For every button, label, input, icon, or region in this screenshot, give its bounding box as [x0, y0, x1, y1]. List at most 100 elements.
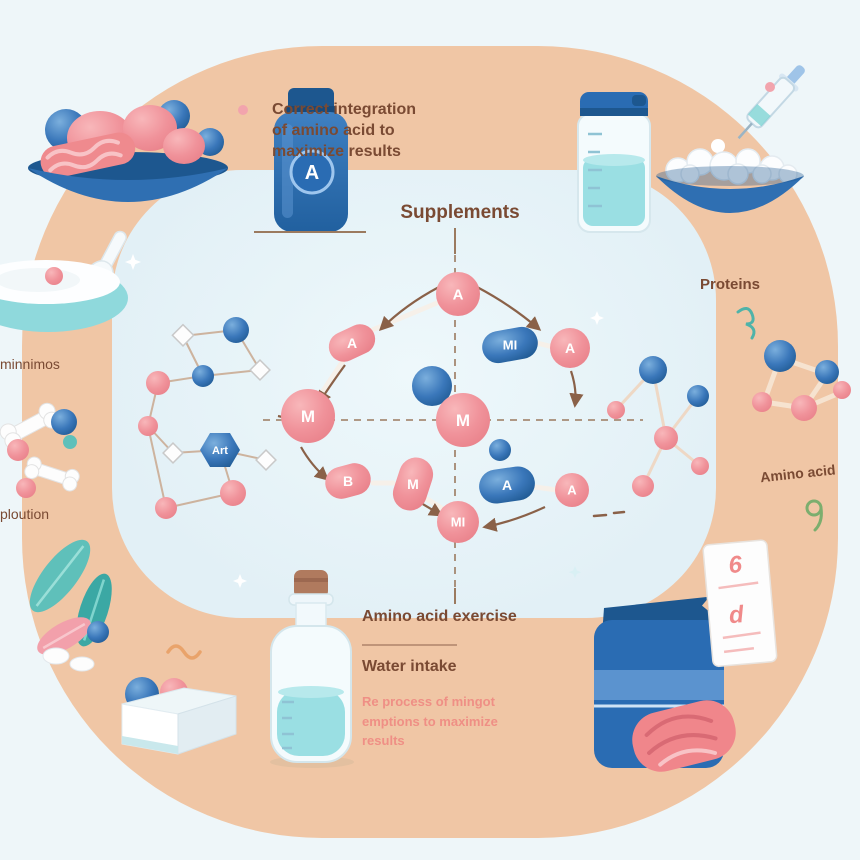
meat-bowl-illustration: [28, 100, 228, 202]
shaker-liquid: [583, 158, 645, 226]
note-notch: [701, 599, 709, 612]
bottle-highlight: [282, 124, 293, 218]
proteins-label: Proteins: [700, 276, 761, 293]
amino-network-diagram: A MI B M A A A M M MI A: [263, 255, 643, 588]
pink-sphere: [632, 475, 654, 497]
capsule-m: M: [392, 457, 434, 511]
note-mark-2: d: [728, 601, 746, 629]
supplements-connector: [454, 228, 456, 254]
pink-sphere: [654, 426, 678, 450]
cork-line: [294, 578, 328, 582]
protein-bowl-front: [656, 176, 804, 213]
note-mark-1: 6: [727, 551, 743, 579]
water-bottle-illustration: [270, 570, 354, 768]
capsule-a-left: A: [328, 324, 376, 362]
lid-rim: [580, 108, 648, 116]
bag-stripe: [594, 670, 724, 700]
yogurt-bowl-illustration: [0, 230, 128, 332]
note-paper: 6 d: [701, 539, 778, 668]
meat-slices: [632, 700, 736, 772]
top-caption-line: Correct integration: [272, 101, 417, 118]
bottom-caption-line: Re process of mingot: [362, 694, 495, 709]
shaker-cup: [577, 92, 651, 233]
capsule-label: B: [343, 473, 353, 489]
bottle-liquid: [277, 690, 345, 756]
pill: [69, 656, 95, 672]
box-illustration: [121, 677, 237, 755]
capsule-mi: MI: [482, 326, 538, 364]
capsule-label: MI: [503, 338, 517, 353]
drip: [711, 139, 725, 153]
note-line: [718, 581, 759, 590]
blue-sphere: [687, 385, 709, 407]
node-label: M: [301, 407, 315, 426]
top-caption: Correct integration of amino acid to max…: [272, 100, 492, 162]
capsule-label: A: [347, 335, 357, 351]
pink-leaf-icon: [37, 617, 91, 655]
section-divider: [362, 644, 457, 646]
note-line: [722, 631, 761, 640]
cork: [294, 570, 328, 598]
pink-sphere: [138, 416, 158, 436]
supplement-bottle: A: [274, 88, 348, 232]
node-label: MI: [451, 515, 465, 530]
left-lower-label: ploution: [0, 506, 50, 522]
teal-sphere: [63, 435, 77, 449]
package-illustration: [594, 596, 736, 772]
node-label: A: [453, 286, 464, 303]
node-label: A: [565, 340, 575, 356]
top-caption-line: of amino acid to: [272, 121, 395, 139]
blue-sphere: [223, 317, 249, 343]
right-molecule-cluster: [592, 356, 709, 518]
pink-sphere: [146, 371, 170, 395]
left-upper-label: minnimos: [0, 356, 60, 372]
bottom-caption: Re process of mingot emptions to maximiz…: [362, 692, 572, 751]
top-caption-line: maximize results: [272, 142, 401, 160]
pink-sphere: [691, 457, 709, 475]
node-top-a: [436, 272, 480, 316]
liquid-surface: [278, 686, 344, 698]
node-a-small: [555, 473, 589, 507]
meat-contents: [40, 100, 224, 178]
measure-ticks: [588, 132, 602, 208]
blue-sphere: [51, 409, 77, 435]
node-blue-small: [489, 439, 511, 461]
pink-sphere: [7, 439, 29, 461]
leaves-illustration: [29, 539, 112, 672]
bottom-caption-line: results: [362, 733, 405, 748]
pink-sphere: [833, 381, 851, 399]
supplements-label: Supplements: [400, 202, 520, 223]
diamond-nodes: [162, 323, 277, 471]
pink-sphere: [220, 480, 246, 506]
node-blue: [412, 366, 452, 406]
node-right-a: [550, 328, 590, 368]
cottage-cheese: [665, 148, 798, 185]
bowl-front: [28, 168, 228, 202]
bottle-badge: [289, 149, 335, 195]
bacon-slice: [40, 132, 136, 178]
shelf-line: [254, 231, 366, 233]
bottom-caption-line: emptions to maximize: [362, 713, 498, 729]
exercise-label: Amino acid exercise: [362, 608, 517, 625]
node-label: A: [567, 483, 577, 498]
capsule-label: M: [407, 476, 419, 492]
box-side: [177, 695, 237, 755]
node-m-left: [281, 389, 335, 443]
small-dashes: [592, 510, 626, 518]
blue-sphere: [639, 356, 667, 384]
blue-sphere: [87, 621, 109, 643]
node-mi-bottom: [437, 501, 479, 543]
capsule-a-blue: A: [479, 466, 535, 504]
pink-sphere: [607, 401, 625, 419]
pill: [42, 647, 70, 665]
exercise-connector: [454, 588, 456, 604]
leaf-icon: [29, 539, 91, 613]
left-bone-cluster: [0, 402, 80, 498]
pink-sphere: [791, 395, 817, 421]
measure-ticks: [282, 700, 294, 750]
box-stripe: [122, 736, 178, 754]
bone-icon: [24, 456, 80, 492]
blue-sphere: [815, 360, 839, 384]
node-label: M: [456, 411, 470, 430]
cap-lip: [286, 106, 336, 114]
